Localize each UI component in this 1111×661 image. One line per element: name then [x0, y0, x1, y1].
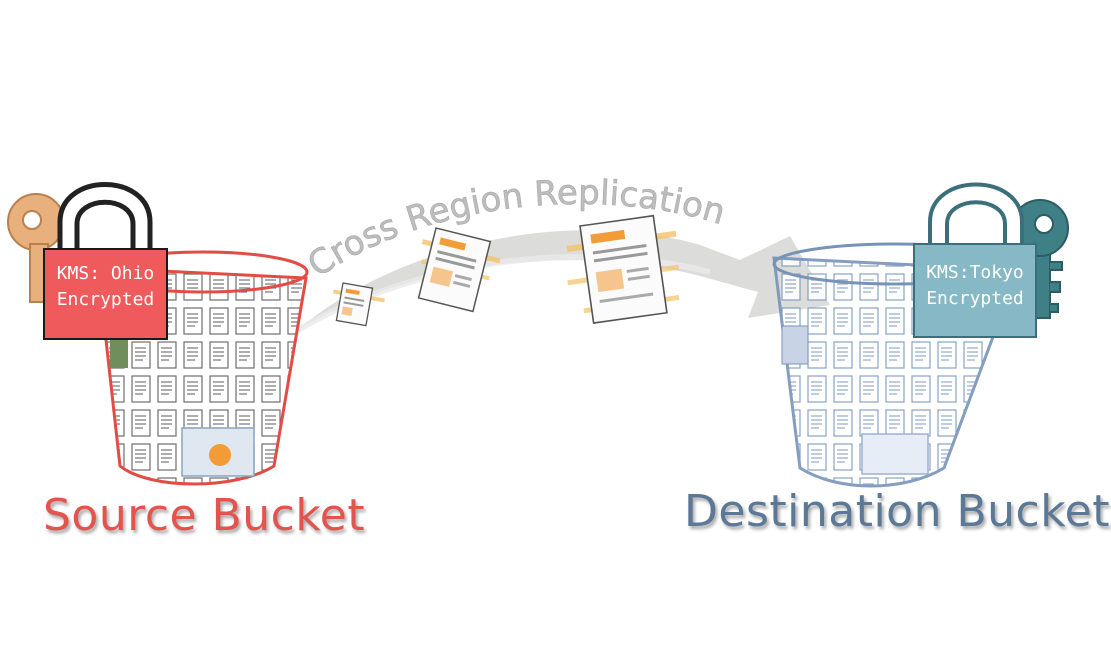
padlock-icon: [928, 182, 1024, 248]
kms-ohio-lock-label: KMS: Ohio Encrypted: [43, 248, 168, 340]
kms-tokyo-lock-label: KMS:Tokyo Encrypted: [913, 243, 1037, 338]
document-icon: [566, 214, 680, 324]
source-bucket-caption: Source Bucket: [43, 490, 366, 541]
destination-bucket-caption: Destination Bucket: [684, 486, 1110, 537]
kms-status-text: Encrypted: [926, 288, 1024, 309]
kms-region-text: KMS: Ohio: [56, 263, 155, 284]
document-icon: [333, 282, 385, 327]
kms-status-text: Encrypted: [56, 289, 155, 310]
kms-region-text: KMS:Tokyo: [926, 262, 1024, 283]
document-icon: [417, 227, 501, 313]
padlock-icon: [57, 182, 153, 255]
arrow-icon: [298, 230, 830, 330]
